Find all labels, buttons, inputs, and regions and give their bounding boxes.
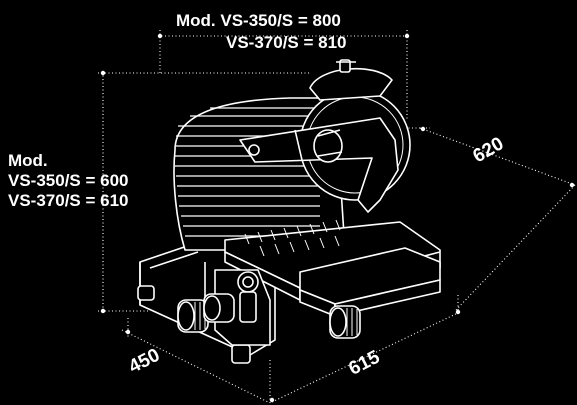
foot-front [231, 344, 251, 364]
height-model-heading: Mod. [8, 151, 48, 170]
width-alt-dimension-label: VS-370/S = 810 [226, 33, 347, 52]
arm-knob [313, 129, 343, 163]
top-knob [309, 67, 393, 101]
dimension-lines [98, 30, 576, 404]
tray-perforations [244, 219, 341, 257]
slicer-machine [137, 59, 441, 364]
width-dimension-label: Mod. VS-350/S = 800 [176, 11, 341, 30]
height-dimension-label-350: VS-350/S = 600 [8, 171, 129, 190]
pusher-arm [239, 117, 399, 213]
height-dimension-label-370: VS-370/S = 610 [8, 191, 129, 210]
foot-left [137, 285, 155, 301]
control-knobs [177, 293, 361, 339]
